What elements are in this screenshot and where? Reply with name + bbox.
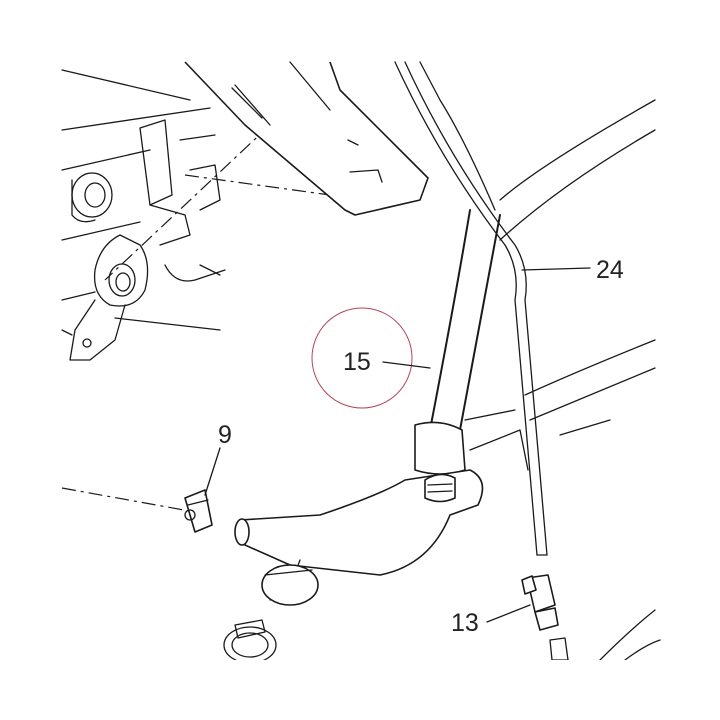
center-lines <box>61 124 331 513</box>
callout-9: 9 <box>218 421 232 449</box>
mounting-plate <box>184 61 429 216</box>
coolant-hose <box>223 209 501 664</box>
breather-hose <box>394 61 548 556</box>
callout-13: 13 <box>451 609 479 637</box>
highlight-circle <box>311 307 413 409</box>
frame-tubes <box>419 61 661 661</box>
callout-15: 15 <box>343 348 371 376</box>
hose-connector <box>521 574 569 661</box>
callout-24: 24 <box>596 256 624 284</box>
margin-mask <box>0 660 720 720</box>
mounting-bracket-assembly <box>61 69 226 361</box>
leader-lines <box>204 267 591 623</box>
hose-clip <box>184 489 213 533</box>
